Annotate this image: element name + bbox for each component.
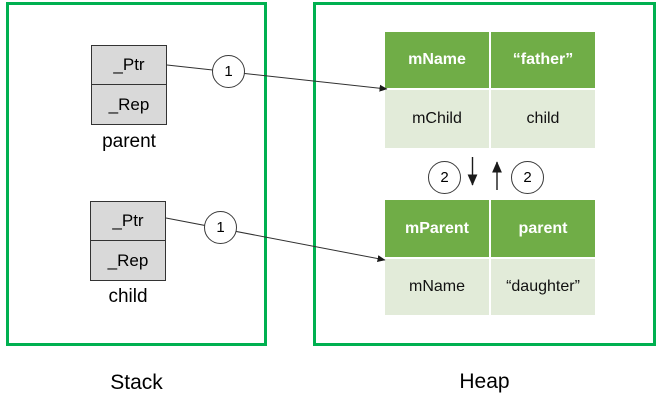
daughter-mparent-value-cell: parent [491,200,595,257]
child-rep-field: _Rep [90,241,166,281]
parent-ptr-field: _Ptr [91,45,167,85]
ref-count-badge-mchild: 2 [428,161,461,194]
ref-count-badge-child: 1 [204,211,237,244]
father-mchild-key-cell: mChild [385,90,489,148]
child-record-label: child [108,286,148,307]
heap-object-father: mName “father” mChild child [385,32,595,148]
ref-count-badge-mparent: 2 [511,161,544,194]
stack-label: Stack [110,371,163,394]
father-mchild-value-cell: child [491,90,595,148]
father-name-value-cell: “father” [491,32,595,88]
child-ptr-field: _Ptr [90,201,166,241]
record-parent: _Ptr _Rep [91,45,167,125]
father-mname-key-cell: mName [385,32,489,88]
heap-object-daughter: mParent parent mName “daughter” [385,200,595,315]
parent-rep-field: _Rep [91,85,167,125]
stack-region-box [6,2,267,346]
ref-count-badge-parent: 1 [212,55,245,88]
heap-label: Heap [459,370,510,393]
daughter-name-value-cell: “daughter” [491,259,595,315]
daughter-mparent-key-cell: mParent [385,200,489,257]
record-child: _Ptr _Rep [90,201,166,281]
parent-record-label: parent [102,131,156,152]
heap-region-box [313,2,656,346]
daughter-mname-key-cell: mName [385,259,489,315]
